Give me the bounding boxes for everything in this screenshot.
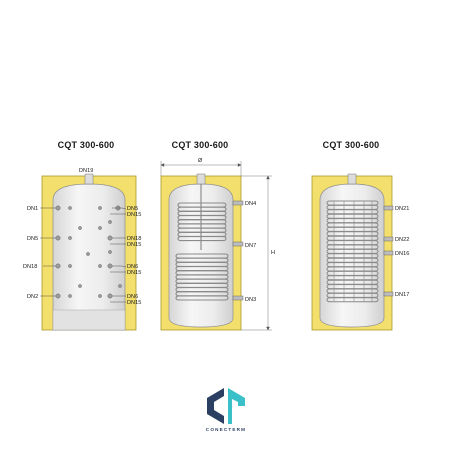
middle-upper-coil [177, 202, 227, 242]
label-dn2: DN2 [27, 294, 38, 300]
left-connection-dots [55, 205, 122, 299]
title-left: CQT 300-600 [57, 140, 115, 150]
title-right: CQT 300-600 [322, 140, 380, 150]
left-top-nozzle [84, 173, 94, 185]
logo-text: CONECTERM [206, 427, 246, 432]
left-tank: DN19 DN1 DN5 DN18 DN2 DN5 DN15 DN18 DN15… [23, 168, 141, 331]
label-dn3: DN3 [245, 297, 256, 303]
label-dn6-a: DN6 [127, 264, 138, 270]
label-dn15-d: DN15 [127, 300, 141, 306]
coil-loop [177, 236, 227, 242]
middle-lower-coil [175, 253, 229, 301]
conecterm-logo: CONECTERM [206, 388, 246, 432]
right-tank-body [319, 183, 385, 328]
label-dn1: DN1 [27, 206, 38, 212]
right-side-connections [383, 205, 394, 297]
coil-loop [326, 297, 379, 303]
left-tank-base [52, 309, 126, 331]
right-tank: DN21 DN22 DN16 DN17 [311, 173, 409, 331]
label-dn6-b: DN6 [127, 294, 138, 300]
middle-top-nozzle [196, 173, 206, 185]
label-height: H [271, 250, 275, 256]
label-dn5-left: DN5 [27, 236, 38, 242]
right-coil [326, 200, 379, 303]
left-leader-lines [40, 207, 127, 303]
label-dn21: DN21 [395, 206, 409, 212]
title-middle: CQT 300-600 [171, 140, 229, 150]
logo-mark-dark [207, 388, 224, 424]
label-dn19: DN19 [79, 168, 93, 174]
logo-mark-teal [228, 388, 245, 424]
label-dn17: DN17 [395, 292, 409, 298]
middle-dimension-lines [160, 161, 272, 331]
label-dn15-b: DN15 [127, 242, 141, 248]
label-dn15-c: DN15 [127, 270, 141, 276]
label-dn18-left: DN18 [23, 264, 37, 270]
label-dn22: DN22 [395, 237, 409, 243]
label-dn7: DN7 [245, 243, 256, 249]
label-diameter: Ø [198, 158, 203, 164]
middle-side-connections [232, 200, 244, 301]
label-dn16: DN16 [395, 251, 409, 257]
middle-tank: Ø H DN4 DN7 DN3 [160, 158, 275, 331]
right-top-nozzle [347, 173, 357, 185]
coil-loop [175, 295, 229, 301]
label-dn4: DN4 [245, 201, 256, 207]
label-dn5-right: DN5 [127, 206, 138, 212]
label-dn15-a: DN15 [127, 212, 141, 218]
label-dn18-right: DN18 [127, 236, 141, 242]
left-tank-body [52, 183, 126, 331]
